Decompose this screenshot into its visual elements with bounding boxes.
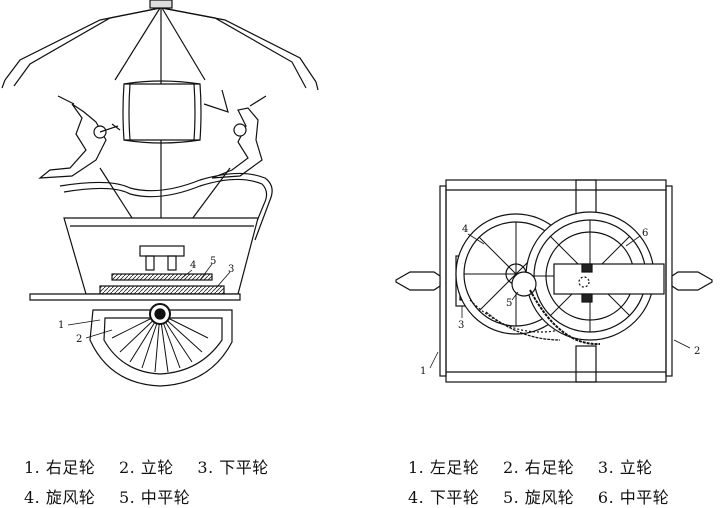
right-chariot-top-view <box>395 179 713 383</box>
left-wheel-edge <box>439 185 447 377</box>
right-legend-item-6: 6. 中平轮 <box>597 488 670 507</box>
right-legend-item-5: 5. 旋风轮 <box>502 488 575 507</box>
left-callout-5: 5 <box>210 256 216 267</box>
right-legend-row-1: 1. 左足轮 2. 右足轮 3. 立轮 <box>408 454 653 478</box>
left-callout-3: 3 <box>228 264 234 275</box>
left-legend-item-2: 2. 立轮 <box>118 458 174 477</box>
left-legend-item-1: 1. 右足轮 <box>24 458 96 477</box>
drum <box>122 80 202 144</box>
left-legend-row-1: 1. 右足轮 2. 立轮 3. 下平轮 <box>24 454 269 478</box>
arched-rail <box>59 172 273 241</box>
right-legend-item-3: 3. 立轮 <box>597 458 653 477</box>
right-callout-5: 5 <box>506 298 512 309</box>
middle-flat-wheel <box>525 211 665 341</box>
wheel <box>89 303 233 387</box>
left-axle-tip <box>395 271 441 291</box>
right-figurine <box>203 89 267 179</box>
left-callout-2: 2 <box>76 334 82 345</box>
left-legend-row-2: 4. 旋风轮 5. 中平轮 <box>24 484 190 508</box>
left-callout-4: 4 <box>190 260 196 271</box>
right-legend-item-1: 1. 左足轮 <box>408 458 480 477</box>
left-legend-item-3: 3. 下平轮 <box>197 458 269 477</box>
right-legend-item-4: 4. 下平轮 <box>408 488 480 507</box>
right-callout-2: 2 <box>694 346 700 357</box>
right-legend-row-2: 4. 下平轮 5. 旋风轮 6. 中平轮 <box>408 484 669 508</box>
right-callout-1: 1 <box>420 366 426 377</box>
right-callout-3: 3 <box>458 320 464 331</box>
whirlwind-wheel <box>485 271 601 346</box>
axle-beam <box>29 293 241 301</box>
left-callout-1: 1 <box>58 320 64 331</box>
left-figurine <box>38 95 121 179</box>
right-wheel-edge <box>665 185 673 377</box>
right-axle-tip <box>671 271 713 291</box>
left-chariot-side-view <box>1 0 319 387</box>
right-callout-6: 6 <box>642 228 648 239</box>
left-legend-item-5: 5. 中平轮 <box>118 488 191 507</box>
canopy-frame <box>1 0 319 91</box>
left-legend-item-4: 4. 旋风轮 <box>24 488 96 507</box>
right-callout-4: 4 <box>462 224 468 235</box>
right-legend-item-2: 2. 右足轮 <box>502 458 575 477</box>
